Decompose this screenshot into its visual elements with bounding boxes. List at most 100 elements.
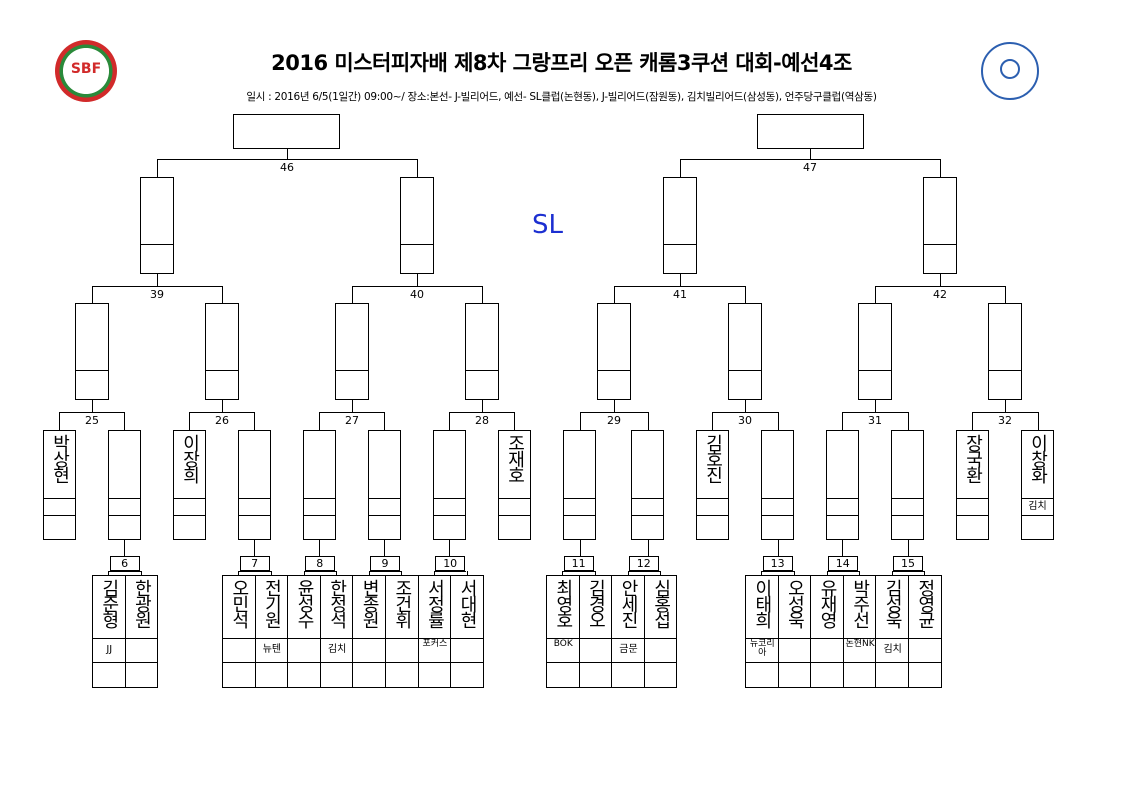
player-name: 오민석	[223, 576, 255, 627]
r2-slot	[858, 303, 892, 400]
player-name: 서정률	[419, 576, 451, 627]
player-name-text: 변종원	[359, 579, 381, 627]
player-name: 한정석	[321, 576, 353, 627]
r3-slot	[400, 177, 434, 274]
match-number: 26	[212, 414, 232, 427]
player-name: 변종원	[353, 576, 385, 627]
player-name: 최영호	[547, 576, 579, 627]
player-slot: 심홍섭	[643, 575, 678, 688]
r2-slot	[728, 303, 762, 400]
player-slot	[433, 430, 466, 540]
match-number: 31	[865, 414, 885, 427]
match-number: 32	[995, 414, 1015, 427]
player-name: 김경오	[580, 576, 612, 627]
player-slot: 조재호	[498, 430, 531, 540]
match-number: 12	[628, 556, 659, 571]
player-name-text: 박주선	[849, 579, 871, 627]
sbf-logo-text: SBF	[70, 61, 102, 77]
player-name-text: 이태희	[751, 579, 773, 627]
club-label: 뉴코리아	[749, 639, 775, 658]
player-slot	[368, 430, 401, 540]
player-name-text: 이창화	[1027, 434, 1049, 482]
player-name-text: 윤성수	[293, 579, 315, 627]
player-slot: 유재영	[810, 575, 844, 688]
player-name-text: 김경오	[585, 579, 607, 627]
r3-slot	[663, 177, 697, 274]
match-number: 39	[147, 288, 167, 301]
player-name-text: 최영호	[552, 579, 574, 627]
player-slot	[563, 430, 596, 540]
player-name: 윤성수	[288, 576, 320, 627]
seoul-sports-council-logo	[981, 42, 1039, 100]
player-name: 이태희	[746, 576, 778, 627]
player-slot	[891, 430, 924, 540]
club-label: 논현NK	[845, 639, 875, 649]
player-name-text: 유재영	[816, 579, 838, 627]
venue-label: SL	[532, 210, 563, 240]
player-name-text: 조재호	[504, 434, 526, 482]
player-slot	[108, 430, 141, 540]
player-slot: 변종원	[352, 575, 386, 688]
r2-slot	[335, 303, 369, 400]
club-label: 김치	[883, 644, 902, 655]
match-number: 28	[472, 414, 492, 427]
player-name: 김성욱	[876, 576, 908, 627]
player-slot	[238, 430, 271, 540]
player-name: 이장희	[174, 431, 205, 482]
match-number: 27	[342, 414, 362, 427]
event-info: 일시 : 2016년 6/5(1일간) 09:00~/ 장소:본선- J-빌리어…	[246, 91, 877, 103]
player-name-text: 안세진	[617, 579, 639, 627]
player-slot: 오성욱	[777, 575, 812, 688]
r2-slot	[988, 303, 1022, 400]
match-number: 9	[370, 556, 400, 571]
player-slot: 이창화 김치	[1021, 430, 1054, 540]
match-number: 25	[82, 414, 102, 427]
player-name-text: 전기원	[261, 579, 283, 627]
player-name: 김준형	[93, 576, 125, 627]
player-slot: 김경오	[578, 575, 613, 688]
player-name: 박상현	[44, 431, 75, 482]
match-number: 46	[277, 161, 297, 174]
player-name: 정영균	[909, 576, 941, 627]
player-name: 오성욱	[779, 576, 811, 627]
club-label: JJ	[106, 644, 113, 655]
player-name: 조재호	[499, 431, 530, 482]
club-label: 뉴텐	[262, 644, 282, 655]
club-label: 금문	[619, 644, 638, 655]
player-name-text: 서정률	[424, 579, 446, 627]
match-number: 6	[109, 556, 140, 571]
player-slot: 오민석	[222, 575, 256, 688]
player-name-text: 심홍섭	[650, 579, 672, 627]
club-label: 김치	[327, 644, 347, 655]
player-name-text: 박상현	[49, 434, 71, 482]
match-number: 30	[735, 414, 755, 427]
player-name: 심홍섭	[645, 576, 677, 627]
player-name-text: 장국환	[962, 434, 984, 482]
player-slot: 한광원	[124, 575, 159, 688]
player-slot: 김준형 JJ	[92, 575, 126, 688]
club-label: 김치	[1028, 501, 1047, 512]
player-name: 김호진	[697, 431, 728, 482]
player-name: 조건휘	[386, 576, 418, 627]
player-name: 안세진	[612, 576, 644, 627]
seoul-logo-emblem	[1000, 59, 1020, 79]
player-name-text: 조건휘	[391, 579, 413, 627]
match-number: 29	[604, 414, 624, 427]
player-slot: 장국환	[956, 430, 989, 540]
player-name-text: 정영균	[914, 579, 936, 627]
match-number: 40	[407, 288, 427, 301]
player-name: 유재영	[811, 576, 843, 627]
player-name: 전기원	[256, 576, 288, 627]
player-slot: 서대현	[450, 575, 484, 688]
r2-slot	[75, 303, 109, 400]
match-number: 41	[670, 288, 690, 301]
player-slot	[826, 430, 859, 540]
club-label: BOK	[553, 639, 573, 649]
player-slot: 김호진	[696, 430, 729, 540]
match-number: 10	[435, 556, 466, 571]
player-name-text: 김성욱	[882, 579, 904, 627]
